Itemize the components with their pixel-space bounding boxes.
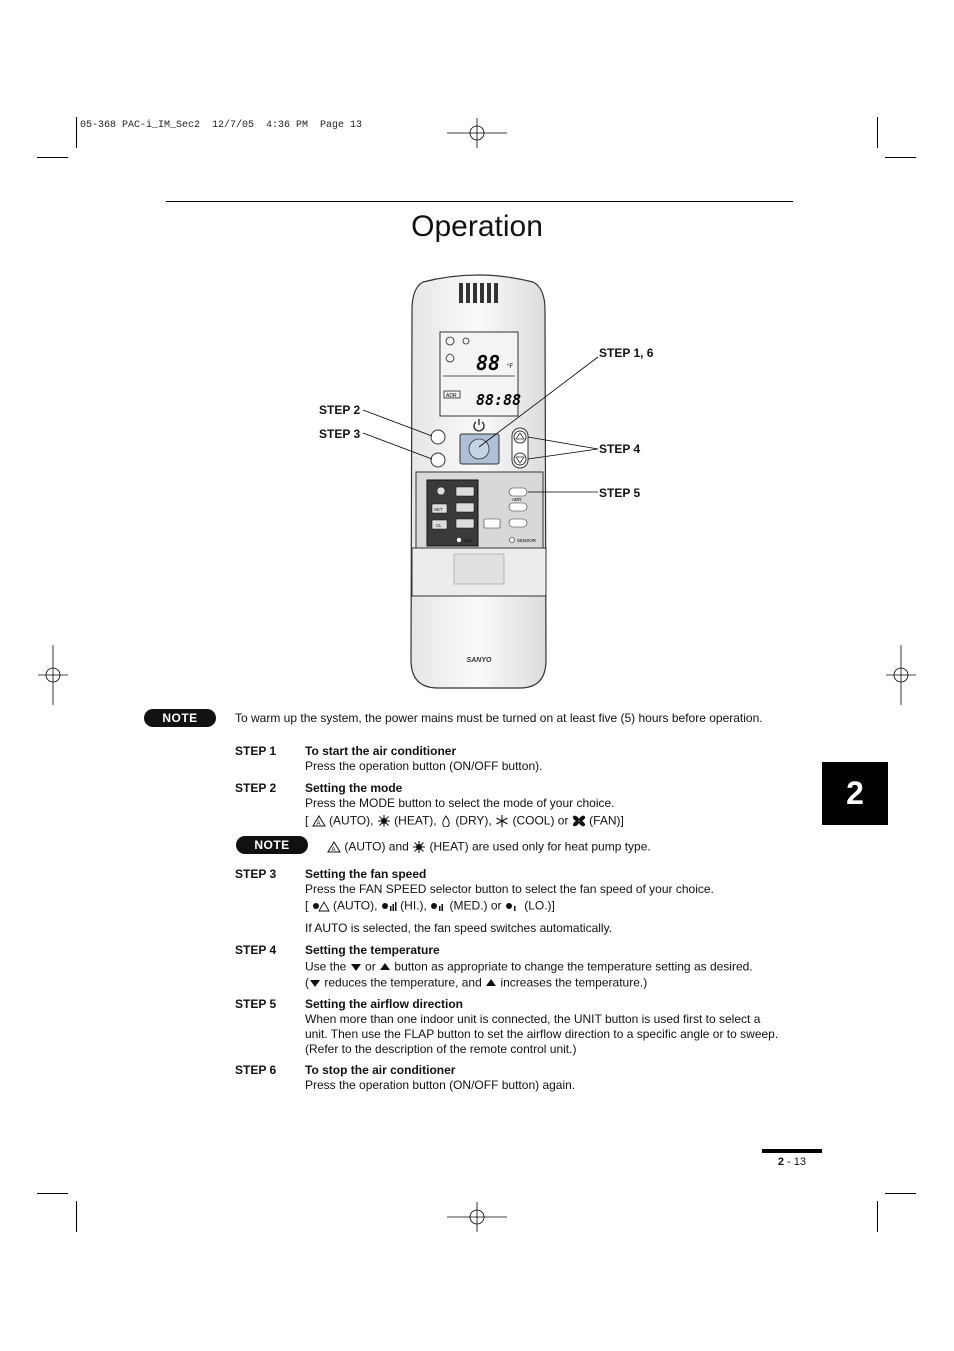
heat-mode-icon — [377, 814, 390, 827]
callout-step-2: STEP 2 — [319, 403, 361, 417]
lcd-adr: ADR — [446, 393, 457, 399]
callout-step-3: STEP 3 — [319, 427, 361, 441]
callout-step-5: STEP 5 — [599, 486, 641, 500]
btn-set: SET — [434, 507, 443, 512]
step-3-text-2: If AUTO is selected, the fan speed switc… — [305, 921, 613, 935]
note-text: To warm up the system, the power mains m… — [235, 711, 763, 725]
down-arrow-icon — [350, 963, 361, 971]
print-header: 05-368 PAC-i_IM_Sec2 12/7/05 4:36 PM Pag… — [80, 120, 363, 131]
title-rule — [166, 201, 793, 202]
page-title: Operation — [411, 210, 543, 243]
fan-speed-button — [430, 452, 446, 468]
auto-mode-icon: A — [327, 840, 341, 853]
step-6-text: Press the operation button (ON/OFF butto… — [305, 1078, 576, 1092]
step-1-text: Press the operation button (ON/OFF butto… — [305, 759, 543, 773]
step-2-title: Setting the mode — [305, 781, 403, 795]
step-5-text: When more than one indoor unit is connec… — [305, 1012, 779, 1056]
step-3-label: STEP 3 — [235, 867, 277, 881]
footer-rule — [762, 1149, 822, 1153]
lcd-digits-top: 88 — [476, 351, 500, 375]
fan-mode-icon — [572, 815, 585, 827]
remote-brand: SANYO — [467, 657, 492, 664]
dry-mode-icon — [442, 814, 450, 827]
down-arrow-icon — [310, 979, 320, 987]
step-6-title: To stop the air conditioner — [305, 1063, 456, 1077]
step-4-title: Setting the temperature — [305, 943, 440, 957]
lcd-digits-time: 88:88 — [476, 391, 521, 409]
btn-cl: CL — [436, 523, 442, 528]
note-badge: NOTE — [144, 709, 216, 727]
callout-step-1-6: STEP 1, 6 — [599, 346, 654, 360]
lcd-screen — [439, 331, 519, 417]
svg-text:A: A — [332, 847, 336, 853]
mode-button — [430, 429, 446, 445]
step-1-title: To start the air conditioner — [305, 744, 457, 758]
fan-hi-icon — [381, 901, 397, 911]
temp-up-button — [511, 427, 529, 469]
step-2-label: STEP 2 — [235, 781, 277, 795]
note-badge-2: NOTE — [236, 836, 308, 854]
page-number: 2 - 13 — [777, 1156, 806, 1168]
step-2-mode-list: [ A (AUTO), (HEAT), (DRY), (COOL) or (FA… — [305, 813, 624, 828]
step-2-text: Press the MODE button to select the mode… — [305, 796, 615, 810]
auto-mode-icon: A — [311, 814, 326, 827]
step-4-line-1: Use the or button as appropriate to chan… — [305, 959, 753, 974]
fan-lo-icon — [505, 902, 516, 911]
heat-mode-icon — [413, 840, 426, 853]
step-4-line-2: ( reduces the temperature, and increases… — [305, 975, 648, 990]
btn-sensor: SENSOR — [517, 538, 537, 543]
up-arrow-icon — [486, 978, 497, 986]
step-3-speed-list: [ (AUTO), (HI.), (MED.) or (LO.)] — [305, 898, 555, 913]
remote-vents — [459, 283, 498, 303]
btn-adr: ADR — [512, 497, 522, 502]
cool-mode-icon — [496, 814, 508, 827]
up-arrow-icon — [380, 962, 391, 970]
step-3-title: Setting the fan speed — [305, 867, 427, 881]
power-icon — [473, 419, 485, 432]
svg-text:A: A — [316, 821, 320, 827]
lcd-unit: °F — [507, 364, 513, 370]
step-3-text: Press the FAN SPEED selector button to s… — [305, 882, 714, 896]
step-4-label: STEP 4 — [235, 943, 277, 957]
step-1-label: STEP 1 — [235, 744, 277, 758]
note-2-text: A (AUTO) and (HEAT) are used only for he… — [327, 839, 651, 854]
callout-step-4: STEP 4 — [599, 442, 641, 456]
fan-auto-icon — [312, 900, 330, 912]
section-tab: 2 — [822, 762, 888, 825]
step-5-title: Setting the airflow direction — [305, 997, 464, 1011]
step-5-label: STEP 5 — [235, 997, 277, 1011]
btn-acl: ACL — [464, 538, 473, 543]
step-6-label: STEP 6 — [235, 1063, 277, 1077]
fan-med-icon — [431, 902, 444, 911]
